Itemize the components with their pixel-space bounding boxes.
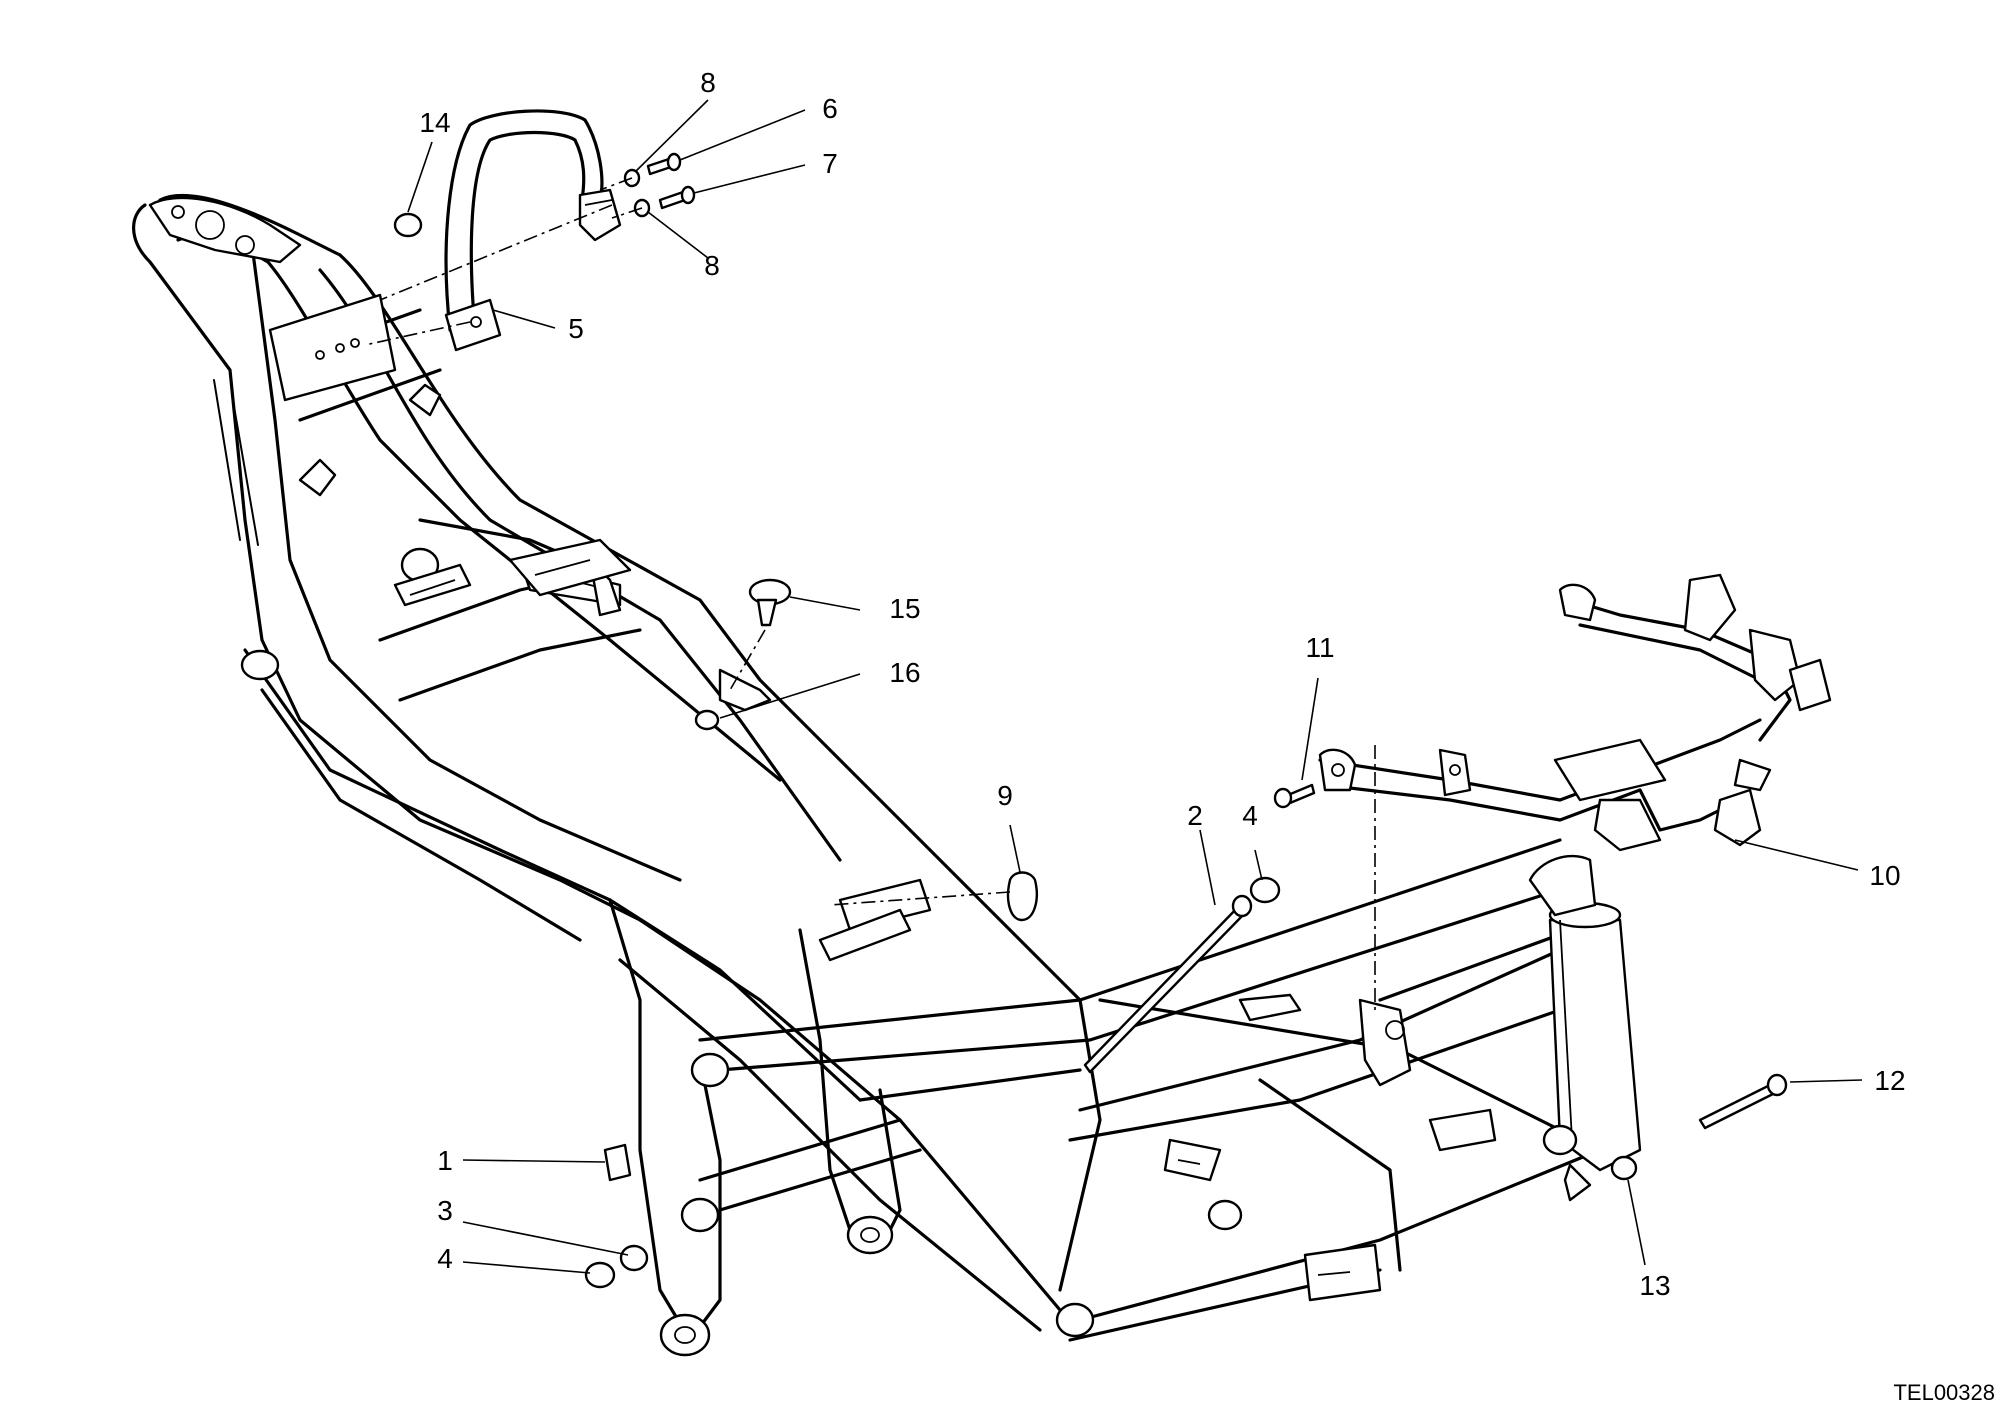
callout-10: 10 bbox=[1869, 860, 1900, 891]
callout-1: 1 bbox=[437, 1145, 453, 1176]
front-bolt bbox=[1698, 1073, 1788, 1130]
spacer-3 bbox=[619, 1244, 649, 1272]
callout-2: 2 bbox=[1187, 800, 1203, 831]
callout-15: 15 bbox=[889, 593, 920, 624]
callout-6: 6 bbox=[822, 93, 838, 124]
callout-labels: 1 2 3 4 4 5 6 7 8 8 9 10 11 12 13 14 15 … bbox=[419, 67, 1905, 1301]
callout-12: 12 bbox=[1874, 1065, 1905, 1096]
nut-13 bbox=[1610, 1155, 1638, 1181]
callout-8-lower: 8 bbox=[704, 250, 720, 281]
leader-lines bbox=[407, 99, 1863, 1274]
front-subframe bbox=[1318, 573, 1832, 852]
rubber-bumper bbox=[1006, 871, 1038, 922]
main-frame bbox=[132, 193, 1642, 1357]
drawing-reference-code: TEL00328 bbox=[1893, 1380, 1995, 1405]
callout-16: 16 bbox=[889, 657, 920, 688]
callout-14: 14 bbox=[419, 107, 450, 138]
mount-tab-1 bbox=[603, 1143, 632, 1182]
callout-5: 5 bbox=[568, 313, 584, 344]
rubber-cap bbox=[393, 212, 423, 238]
callout-4-upper: 4 bbox=[1242, 800, 1258, 831]
callout-8-upper: 8 bbox=[700, 67, 716, 98]
assembly-lines bbox=[364, 177, 1376, 1010]
nut-part bbox=[694, 709, 720, 731]
callout-11: 11 bbox=[1305, 632, 1334, 663]
grab-handle bbox=[444, 109, 622, 352]
callout-9: 9 bbox=[997, 780, 1013, 811]
spacer-lower-4 bbox=[584, 1261, 616, 1289]
callout-13: 13 bbox=[1639, 1270, 1670, 1301]
callout-4-lower: 4 bbox=[437, 1243, 453, 1274]
screw-11 bbox=[1273, 783, 1316, 809]
screws-and-washers bbox=[623, 152, 696, 218]
spacer-upper bbox=[1249, 876, 1281, 904]
plug-part bbox=[748, 578, 792, 627]
callout-7: 7 bbox=[822, 148, 838, 179]
long-bolt bbox=[1083, 894, 1253, 1074]
callout-3: 3 bbox=[437, 1195, 453, 1226]
